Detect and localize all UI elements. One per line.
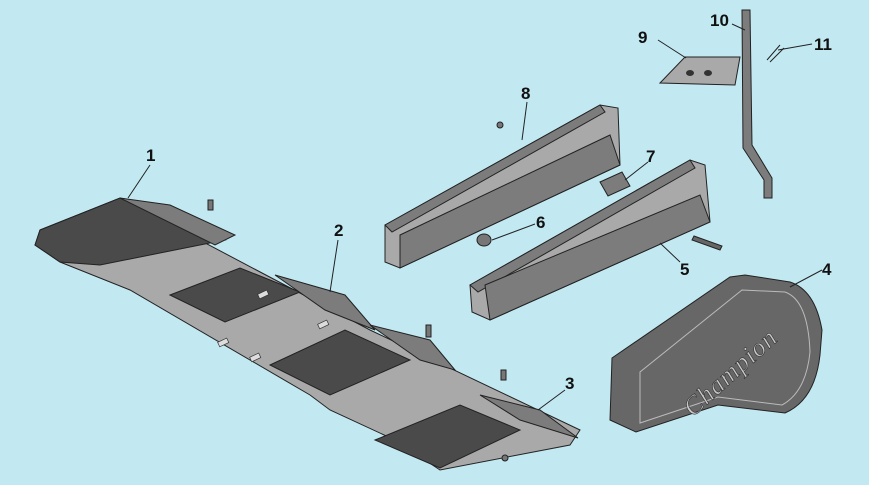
bolt-icons <box>207 199 509 462</box>
callout-8: 8 <box>521 84 530 103</box>
callout-4: 4 <box>822 260 832 279</box>
callout-3: 3 <box>565 374 574 393</box>
callouts: 1 2 3 4 5 6 7 8 9 10 11 <box>146 11 832 393</box>
callout-2: 2 <box>334 221 343 240</box>
bracket <box>658 56 741 86</box>
skid-right-end <box>373 404 522 469</box>
nut <box>476 233 492 247</box>
callout-5: 5 <box>680 260 689 279</box>
skid-rail <box>369 324 457 371</box>
skid-rail <box>479 394 579 439</box>
callout-10: 10 <box>710 11 729 30</box>
frame-rail-lower <box>469 159 711 321</box>
callout-1: 1 <box>146 146 155 165</box>
skid-rail <box>274 274 376 331</box>
nut <box>496 121 504 129</box>
frame-rail-upper <box>384 104 621 269</box>
skid-slots <box>217 289 330 363</box>
callout-6: 6 <box>536 213 545 232</box>
callout-9: 9 <box>638 28 647 47</box>
callout-11: 11 <box>814 35 832 54</box>
leader-lines <box>127 23 823 411</box>
rod <box>741 9 773 199</box>
skid-pad <box>268 329 412 396</box>
bolt <box>691 235 723 251</box>
skid-plate-assembly <box>34 197 581 471</box>
skid-rail <box>119 197 237 246</box>
champion-cover: Champion <box>609 274 823 433</box>
clip-pin <box>766 44 785 63</box>
spacer-tube <box>476 121 723 251</box>
callout-7: 7 <box>646 147 655 166</box>
